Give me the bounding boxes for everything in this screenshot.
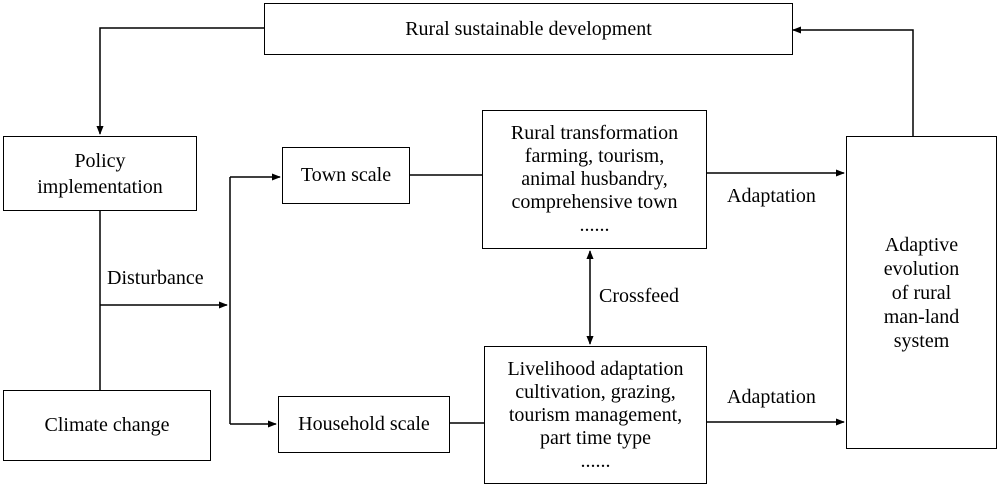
node-label-line: of rural	[891, 281, 952, 304]
node-label-line: farming, tourism,	[524, 145, 665, 167]
edge-sustainable-to-policy	[96, 27, 264, 135]
node-label-line: tourism management,	[508, 403, 683, 426]
edge-label-crossfeed: Crossfeed	[599, 285, 679, 307]
node-label-line: ......	[580, 449, 611, 472]
edge-label-disturbance: Disturbance	[107, 267, 204, 289]
edge-label-adaptation-top: Adaptation	[727, 185, 816, 207]
node-label: Town scale	[300, 164, 392, 186]
node-label-line: cultivation, grazing,	[515, 380, 676, 403]
node-label-line: comprehensive town	[511, 191, 678, 213]
node-livelihood-adaptation: Livelihood adaptation cultivation, grazi…	[484, 346, 707, 484]
node-label-line: system	[893, 329, 950, 352]
node-label-line: Policy	[74, 149, 126, 172]
node-label-line: Adaptive	[884, 233, 959, 256]
node-rural-sustainable-development: Rural sustainable development	[264, 3, 793, 55]
edge-evolution-to-sustainable	[792, 26, 914, 136]
node-label-line: Rural transformation	[510, 122, 679, 144]
node-household-scale: Household scale	[278, 396, 450, 453]
node-label-line: man-land	[883, 305, 960, 328]
node-label-line: animal husbandry,	[521, 168, 668, 190]
node-label-line: implementation	[37, 175, 163, 198]
node-rural-transformation: Rural transformation farming, tourism, a…	[482, 110, 707, 249]
node-label-line: part time type	[539, 426, 652, 449]
node-climate-change: Climate change	[3, 390, 211, 461]
node-label: Rural sustainable development	[405, 17, 652, 40]
node-label: Household scale	[298, 413, 430, 435]
edge-label-adaptation-bottom: Adaptation	[727, 386, 816, 408]
node-label: Climate change	[44, 414, 170, 436]
node-label-line: ......	[579, 214, 610, 236]
node-label-line: Livelihood adaptation	[507, 357, 684, 380]
node-adaptive-evolution: Adaptive evolution of rural man-land sys…	[846, 136, 997, 449]
node-label-line: evolution	[883, 257, 960, 280]
node-town-scale: Town scale	[282, 147, 410, 204]
node-policy-implementation: Policy implementation	[3, 136, 197, 211]
